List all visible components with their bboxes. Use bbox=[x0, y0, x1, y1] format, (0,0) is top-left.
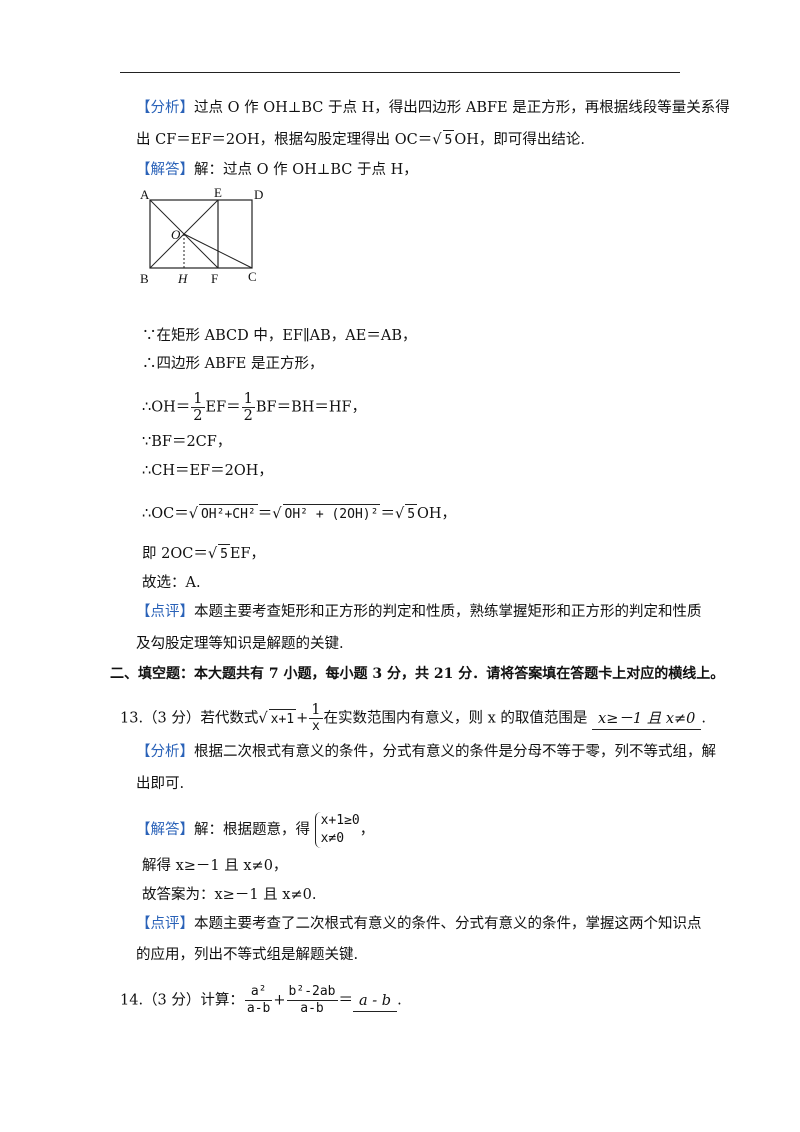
analysis-tag: 【分析】 bbox=[136, 744, 194, 760]
label-a: A bbox=[140, 187, 150, 202]
frac-den: 2 bbox=[193, 408, 203, 424]
choice: 故选：A. bbox=[142, 575, 201, 591]
frac-num: 1 bbox=[309, 702, 323, 719]
frac-num: a² bbox=[244, 984, 273, 1001]
analysis-text-b: OH，即可得出结论. bbox=[454, 132, 585, 148]
q13-solution: 【解答】解：根据题意，得 x+1≥0 x≠0 ， bbox=[136, 812, 374, 848]
rect-abcd bbox=[149, 199, 253, 269]
q13-analysis-2: 出即可. bbox=[136, 776, 185, 792]
q13-radicand: x+1 bbox=[268, 708, 297, 730]
frac-num: 1 bbox=[241, 391, 255, 408]
comment-tag: 【点评】 bbox=[136, 604, 194, 620]
frac-den: x bbox=[312, 719, 320, 734]
step-6-post: OH， bbox=[417, 506, 457, 522]
step-2: ∴四边形 ABFE 是正方形， bbox=[142, 356, 324, 372]
label-d: D bbox=[254, 187, 263, 202]
plus: + bbox=[273, 992, 286, 1009]
label-e: E bbox=[214, 186, 222, 200]
sys-line-1: x+1≥0 bbox=[320, 813, 360, 828]
segment-oc bbox=[183, 233, 253, 269]
label-h: H bbox=[177, 271, 188, 286]
label-o: O bbox=[171, 227, 181, 242]
equals: ＝ bbox=[257, 506, 273, 522]
radical-sign: √ bbox=[432, 132, 442, 148]
label-b: B bbox=[140, 271, 149, 286]
frac-num: 1 bbox=[191, 391, 205, 408]
q13-final: 故答案为：x≥－1 且 x≠0. bbox=[142, 887, 317, 903]
radicand-3: 5 bbox=[405, 504, 418, 525]
sys-line-2: x≠0 bbox=[320, 831, 345, 846]
q13-analysis-1: 【分析】根据二次根式有意义的条件，分式有意义的条件是分母不等于零，列不等式组，解 bbox=[136, 742, 716, 762]
radicand: 5 bbox=[218, 544, 230, 565]
solution-tag: 【解答】 bbox=[136, 822, 194, 838]
rectangle-figure: A E D O B H F C bbox=[140, 186, 263, 286]
q14-end: . bbox=[397, 992, 402, 1009]
frac-num: b²-2ab bbox=[286, 984, 338, 1001]
frac-den: a-b bbox=[246, 1001, 271, 1016]
q14-answer: a - b bbox=[353, 991, 398, 1012]
section-heading: 二、填空题：本大题共有 7 小题，每小题 3 分，共 21 分．请将答案填在答题… bbox=[110, 666, 725, 682]
q13-end: . bbox=[701, 710, 706, 727]
step-3-mid: EF＝ bbox=[205, 399, 241, 416]
q14-num: 14.（3 分）计算： bbox=[120, 992, 244, 1009]
analysis-tag: 【分析】 bbox=[136, 100, 194, 116]
frac-den: a-b bbox=[300, 1001, 324, 1016]
step-3-post: BF＝BH＝HF， bbox=[255, 399, 367, 416]
analysis-line-1: 【分析】过点 O 作 OH⊥BC 于点 H，得出四边形 ABFE 是正方形，再根… bbox=[136, 98, 730, 118]
analysis-text: 过点 O 作 OH⊥BC 于点 H，得出四边形 ABFE 是正方形，再根据线段等… bbox=[194, 100, 730, 116]
step-6-pre: ∴OC＝ bbox=[142, 506, 189, 522]
label-c: C bbox=[248, 269, 257, 284]
radical-sign: √ bbox=[188, 506, 198, 522]
equals-2: ＝ bbox=[380, 506, 395, 522]
radical-sign: √ bbox=[207, 546, 218, 562]
step-7-pre: 即 2OC＝ bbox=[142, 546, 208, 562]
step-5: ∴CH＝EF＝2OH， bbox=[142, 463, 273, 479]
step-4: ∵BF＝2CF， bbox=[142, 434, 232, 450]
solution-tag: 【解答】 bbox=[136, 162, 194, 178]
comment-text: 本题主要考查矩形和正方形的判定和性质，熟练掌握矩形和正方形的判定和性质 bbox=[194, 604, 702, 620]
inequality-system: x+1≥0 x≠0 bbox=[314, 812, 360, 848]
radical-sign: √ bbox=[272, 506, 282, 522]
plus: + bbox=[296, 710, 309, 727]
comment-line-1: 【点评】本题主要考查矩形和正方形的判定和性质，熟练掌握矩形和正方形的判定和性质 bbox=[136, 602, 702, 622]
comment-text: 本题主要考查了二次根式有意义的条件、分式有意义的条件，掌握这两个知识点 bbox=[194, 916, 702, 932]
radical-sign: √ bbox=[258, 710, 268, 727]
comment-tag: 【点评】 bbox=[136, 916, 194, 932]
step-1: ∵在矩形 ABCD 中，EF∥AB，AE＝AB， bbox=[142, 328, 417, 344]
equals: ＝ bbox=[338, 992, 354, 1009]
q13-comment-1: 【点评】本题主要考查了二次根式有意义的条件、分式有意义的条件，掌握这两个知识点 bbox=[136, 914, 702, 934]
q13-comment-2: 的应用，列出不等式组是解题关键. bbox=[136, 947, 359, 963]
q13-solved: 解得 x≥－1 且 x≠0， bbox=[142, 858, 288, 874]
solution-text: 解：根据题意，得 bbox=[194, 822, 310, 838]
q13-text: 在实数范围内有意义，则 x 的取值范围是 bbox=[323, 710, 588, 727]
q13-answer: x≥－1 且 x≠0 bbox=[592, 709, 702, 730]
label-f: F bbox=[211, 271, 218, 286]
radical-sign: √ bbox=[394, 506, 405, 522]
radicand-1: OH²+CH² bbox=[198, 504, 258, 525]
analysis-text: 根据二次根式有意义的条件，分式有意义的条件是分母不等于零，列不等式组，解 bbox=[194, 744, 716, 760]
radicand: 5 bbox=[442, 130, 455, 151]
header-rule bbox=[120, 72, 680, 73]
solution-text: 解：过点 O 作 OH⊥BC 于点 H， bbox=[194, 162, 418, 178]
frac-den: 2 bbox=[243, 408, 253, 424]
q13-num: 13.（3 分）若代数式 bbox=[120, 710, 259, 727]
step-7-post: EF， bbox=[229, 546, 266, 562]
radicand-2: OH² + (2OH)² bbox=[282, 504, 381, 525]
analysis-text-a: 出 CF＝EF＝2OH，根据勾股定理得出 OC＝ bbox=[136, 132, 433, 148]
sys-end: ， bbox=[359, 822, 375, 838]
comment-line-2: 及勾股定理等知识是解题的关键. bbox=[136, 636, 344, 652]
solution-line-1: 【解答】解：过点 O 作 OH⊥BC 于点 H， bbox=[136, 160, 418, 180]
step-3-pre: ∴OH＝ bbox=[142, 399, 191, 416]
